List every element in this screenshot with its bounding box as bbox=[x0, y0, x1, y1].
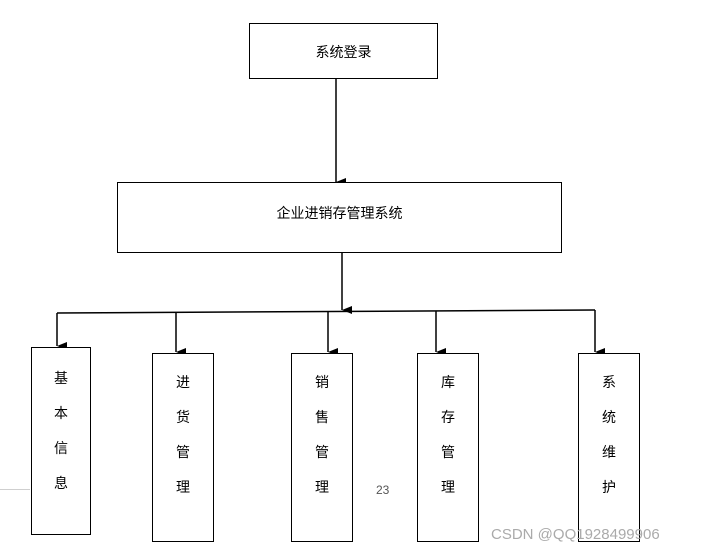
module-char: 销 bbox=[315, 375, 329, 391]
module-char: 息 bbox=[54, 476, 68, 492]
page-number: 23 bbox=[376, 483, 390, 497]
module-inventory-label: 库 存 管 理 bbox=[418, 366, 478, 506]
module-sales: 销 售 管 理 bbox=[291, 353, 353, 542]
module-sales-label: 销 售 管 理 bbox=[292, 366, 352, 506]
module-char: 信 bbox=[54, 441, 68, 457]
module-basic-info-label: 基 本 信 息 bbox=[32, 362, 90, 502]
module-char: 统 bbox=[602, 410, 616, 426]
module-purchase-label: 进 货 管 理 bbox=[153, 366, 213, 506]
system-node-label: 企业进销存管理系统 bbox=[276, 206, 403, 222]
module-char: 管 bbox=[441, 445, 455, 461]
module-char: 售 bbox=[315, 410, 329, 426]
module-maintenance: 系 统 维 护 bbox=[578, 353, 640, 542]
module-char: 护 bbox=[602, 480, 616, 496]
module-inventory: 库 存 管 理 bbox=[417, 353, 479, 542]
module-char: 维 bbox=[602, 445, 616, 461]
module-char: 系 bbox=[602, 375, 616, 391]
system-node: 企业进销存管理系统 bbox=[117, 182, 562, 253]
module-char: 理 bbox=[176, 480, 190, 496]
branch-bus-line bbox=[56, 309, 596, 314]
watermark: CSDN @QQ1928499906 bbox=[491, 526, 660, 543]
module-char: 管 bbox=[176, 445, 190, 461]
module-char: 基 bbox=[54, 371, 68, 387]
module-char: 存 bbox=[441, 410, 455, 426]
module-char: 本 bbox=[54, 406, 68, 422]
login-node: 系统登录 bbox=[249, 23, 438, 79]
module-char: 理 bbox=[441, 480, 455, 496]
module-char: 理 bbox=[315, 480, 329, 496]
module-char: 进 bbox=[176, 375, 190, 391]
module-char: 管 bbox=[315, 445, 329, 461]
page-margin-line bbox=[0, 489, 30, 490]
module-basic-info: 基 本 信 息 bbox=[31, 347, 91, 535]
module-purchase: 进 货 管 理 bbox=[152, 353, 214, 542]
module-char: 库 bbox=[441, 375, 455, 391]
login-node-label: 系统登录 bbox=[315, 45, 372, 61]
module-char: 货 bbox=[176, 410, 190, 426]
module-maintenance-label: 系 统 维 护 bbox=[579, 366, 639, 506]
